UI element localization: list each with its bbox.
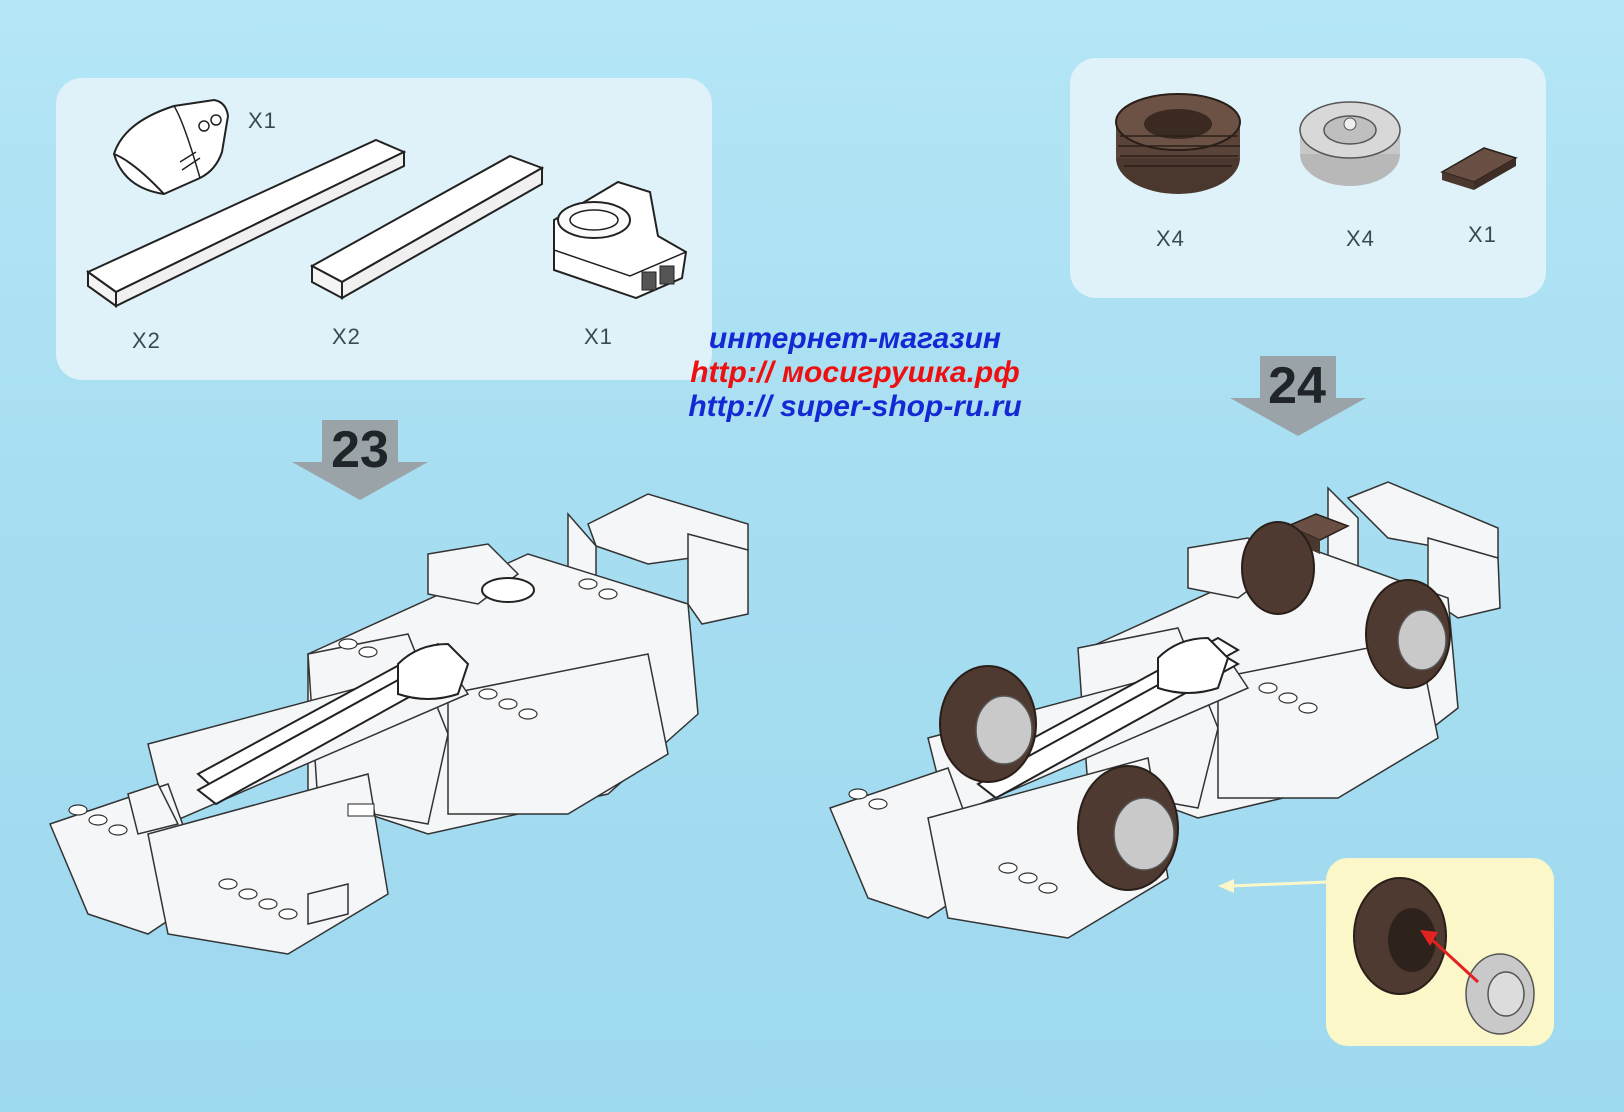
qty-label: X1 [248, 108, 277, 133]
curved-slope-brick-icon [112, 98, 230, 196]
step-number: 23 [331, 421, 389, 479]
qty-label: X2 [132, 328, 161, 353]
watermark-url: http:// мосигрушка.рф [690, 356, 1020, 389]
wheel-assembly-detail-figure [1353, 877, 1535, 1035]
qty-label: X1 [1468, 222, 1497, 247]
air-intake-brick-icon [553, 180, 688, 300]
wheel-rim-icon [1465, 953, 1535, 1035]
qty-label: X2 [332, 324, 361, 349]
step-number: 24 [1268, 357, 1326, 415]
race-car-assembly-step-24 [828, 481, 1501, 939]
wheel-rim-icon [1299, 101, 1401, 186]
callout-arrow [1218, 879, 1327, 893]
step-arrow [292, 420, 428, 500]
watermark-url: http:// super-shop-ru.ru [688, 390, 1022, 423]
wheel [1077, 765, 1179, 891]
tile-1x2-icon [1440, 147, 1518, 190]
qty-label: X1 [584, 324, 613, 349]
step-arrow [1230, 356, 1366, 436]
wheel [939, 665, 1037, 783]
watermark-text: интернет-магазин [708, 322, 1002, 355]
wheel [1241, 521, 1315, 615]
wheel [1365, 579, 1451, 689]
qty-label: X4 [1156, 226, 1185, 251]
race-car-assembly-step-23 [48, 493, 749, 955]
long-plate-icon [86, 138, 407, 308]
qty-label: X4 [1346, 226, 1375, 251]
long-plate-icon [309, 154, 545, 300]
tire-icon [1115, 93, 1241, 194]
tire-icon [1353, 877, 1447, 995]
